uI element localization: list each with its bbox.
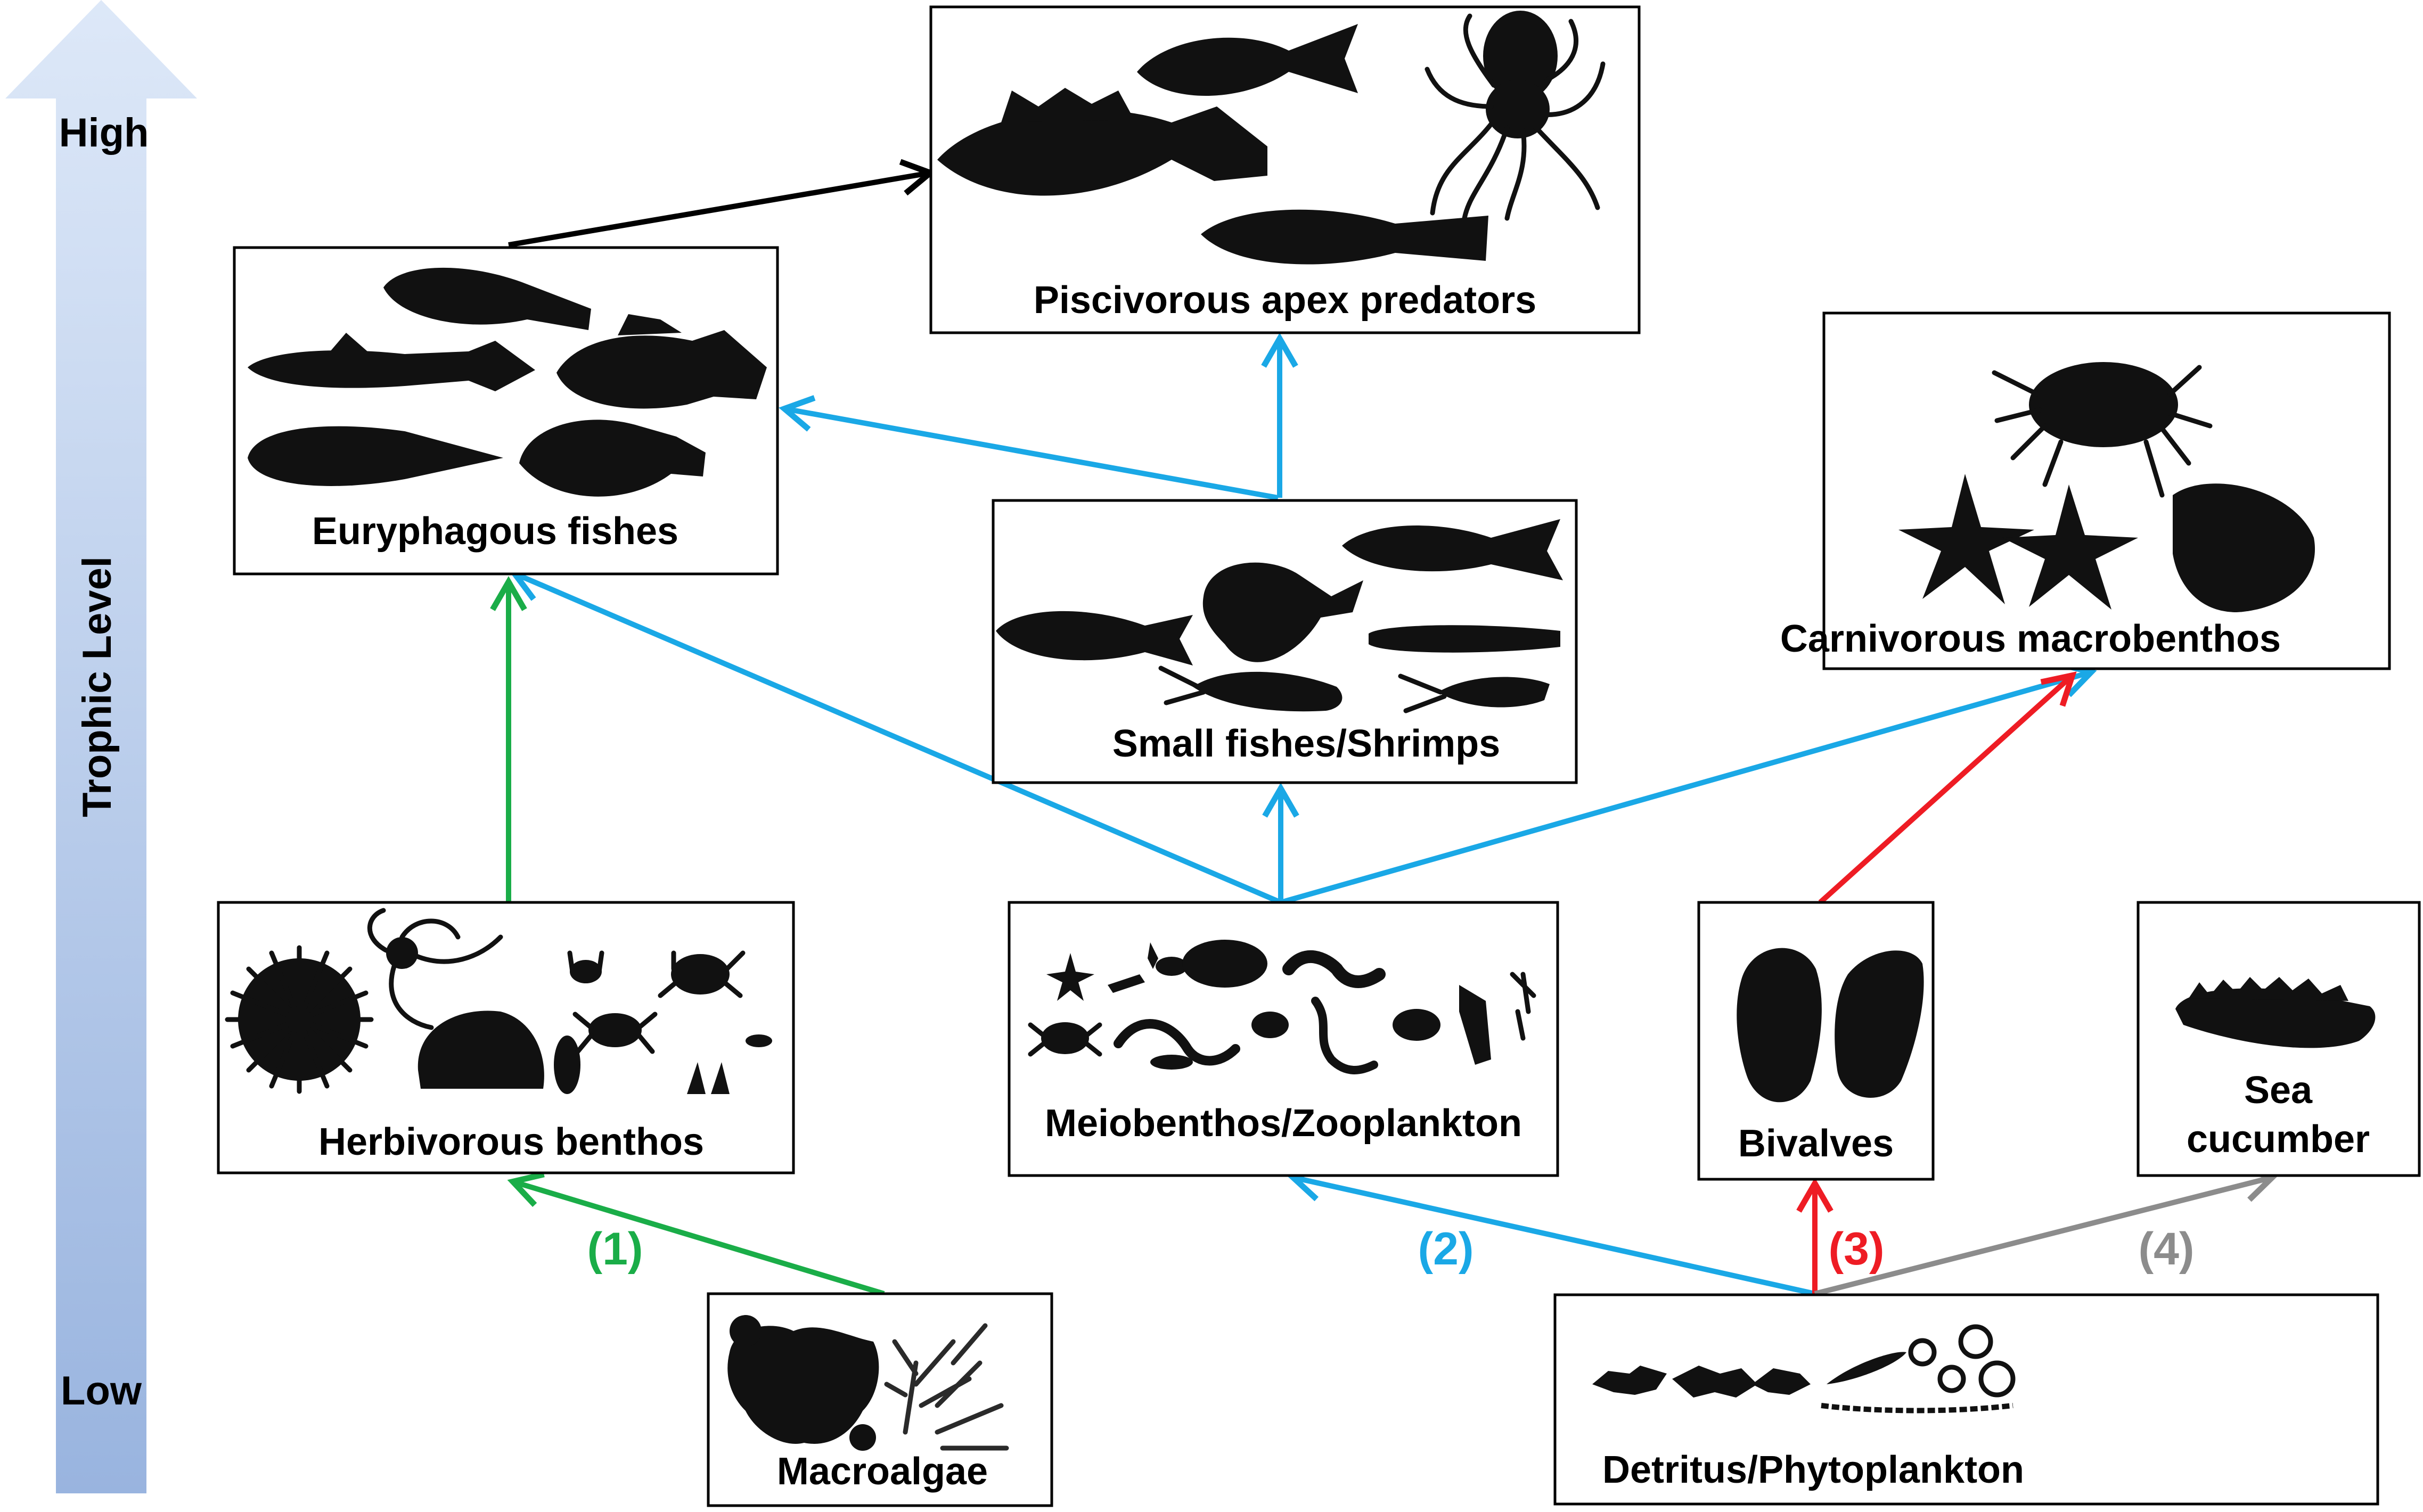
crab-illustration	[658, 950, 746, 998]
edges	[490, 159, 2278, 1296]
node-herb-label: Herbivorous benthos	[318, 1121, 704, 1163]
node-apex-label: Piscivorous apex predators	[1034, 279, 1536, 322]
fish-illustration	[556, 314, 767, 409]
eel-illustration	[1369, 625, 1560, 653]
starfish-illustration	[2002, 484, 2138, 610]
node-detritus-phytoplankton: Detritus/Phytoplankton	[1553, 1293, 2379, 1506]
node-cucumber-label-line1: Sea	[2244, 1069, 2313, 1112]
axis-low-label: Low	[61, 1368, 142, 1414]
worm-illustration	[1282, 950, 1386, 988]
oyster-illustration	[1737, 948, 1822, 1103]
mussel-illustration	[1835, 950, 1924, 1098]
fish-illustration	[248, 333, 535, 391]
node-bivalves-label: Bivalves	[1738, 1122, 1894, 1165]
crab-illustration	[1992, 362, 2213, 498]
crab-illustration	[567, 950, 604, 983]
diatom-cell	[1937, 1365, 1966, 1393]
pathway-label-1: (1)	[587, 1223, 643, 1275]
macroalgae-illustration	[727, 1315, 879, 1451]
node-carniv-label: Carnivorous macrobenthos	[1780, 618, 2281, 660]
edge-meio-to-carniv	[1280, 661, 2097, 905]
fish-illustration	[937, 88, 1267, 196]
shells-illustration	[687, 1034, 772, 1094]
diatom-cell	[1908, 1338, 1937, 1367]
starfish-illustration	[1898, 474, 2034, 604]
diatom-cell	[1978, 1360, 2016, 1398]
edge-macroalgae-to-herb	[507, 1171, 885, 1296]
node-macroalgae: Macroalgae	[707, 1292, 1053, 1507]
shell-illustration	[2173, 483, 2315, 612]
node-detritus-label: Detritus/Phytoplankton	[1602, 1449, 2024, 1491]
node-small-label: Small fishes/Shrimps	[1112, 722, 1500, 765]
node-euryphagous-fishes: Euryphagous fishes	[233, 246, 779, 576]
edge-bivalves-to-carniv	[1818, 671, 2077, 905]
edge-meio-to-eury	[509, 566, 1282, 905]
fish-illustration	[383, 267, 591, 330]
pathway-label-4: (4)	[2138, 1223, 2194, 1275]
trophic-axis: High Low Trophic Level	[5, 0, 197, 1493]
shell-illustration	[418, 1010, 544, 1089]
node-small-fishes-shrimps: Small fishes/Shrimps	[992, 499, 1578, 784]
diatom-cell	[1958, 1324, 1993, 1359]
edge-detritus-to-meio	[1287, 1165, 1816, 1296]
starfish-illustration	[1046, 953, 1094, 1001]
zooplankton-illustration	[1393, 972, 1536, 1065]
edge-eury-to-apex	[508, 159, 936, 248]
fish-illustration	[1137, 24, 1358, 96]
node-piscivorous-apex-predators: Piscivorous apex predators	[929, 5, 1641, 334]
mussel-illustration	[554, 1036, 580, 1094]
seaweed-illustration	[884, 1323, 1009, 1451]
axis-high-label: High	[59, 110, 149, 155]
fish-illustration	[1342, 519, 1563, 580]
clam-illustration	[1182, 940, 1267, 988]
crab-illustration	[572, 1012, 658, 1054]
edge-small-to-eury	[779, 395, 1279, 500]
sea-urchin-illustration	[225, 945, 374, 1094]
shrimp-illustration	[1158, 665, 1343, 712]
node-meiobenthos-zooplankton: Meiobenthos/Zooplankton	[1008, 901, 1559, 1177]
node-macroalgae-label: Macroalgae	[777, 1450, 988, 1493]
node-bivalves: Bivalves	[1697, 901, 1935, 1181]
fish-illustration	[1201, 209, 1488, 265]
shrimp-illustration	[1398, 673, 1550, 713]
sea-cucumber-illustration	[2175, 977, 2376, 1048]
pathway-label-2: (2)	[1418, 1223, 1474, 1275]
node-sea-cucumber: Sea cucumber	[2137, 901, 2421, 1177]
octopus-illustration	[1425, 11, 1606, 221]
flatfish-illustration	[519, 420, 706, 497]
node-herbivorous-benthos: Herbivorous benthos	[217, 901, 795, 1174]
pathway-label-3: (3)	[1828, 1223, 1884, 1275]
pomfret-illustration	[1202, 562, 1363, 662]
node-carnivorous-macrobenthos: Carnivorous macrobenthos	[1780, 311, 2391, 670]
fish-illustration	[996, 611, 1193, 665]
trophic-axis-arrow	[5, 0, 197, 1493]
worm-illustration	[1114, 997, 1378, 1074]
detritus-illustration	[1592, 1366, 1811, 1398]
node-cucumber-label-line2: cucumber	[2187, 1118, 2370, 1161]
zooplankton-illustration	[1108, 942, 1188, 993]
axis-title: Trophic Level	[75, 556, 120, 817]
node-meio-label: Meiobenthos/Zooplankton	[1045, 1102, 1522, 1145]
copepod-illustration	[1150, 1012, 1289, 1070]
node-eury-label: Euryphagous fishes	[312, 510, 678, 553]
brittle-star-illustration	[367, 908, 503, 1030]
crab-illustration	[1028, 1022, 1102, 1057]
fish-illustration	[248, 426, 503, 486]
phytoplankton-illustration	[1821, 1324, 2016, 1414]
edge-detritus-to-cucumber	[1814, 1165, 2278, 1296]
